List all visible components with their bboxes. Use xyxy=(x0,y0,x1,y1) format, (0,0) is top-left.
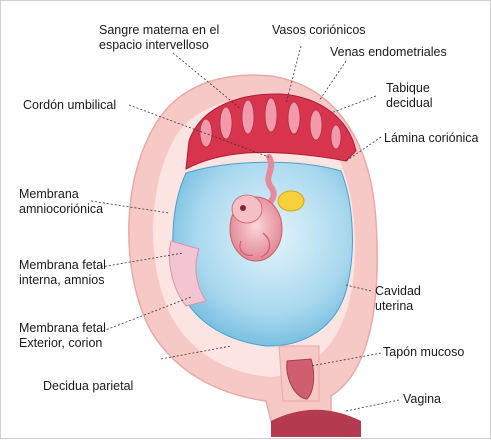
label-vasos-corionicos: Vasos coriónicos xyxy=(272,23,366,38)
label-decidua-parietal: Decidua parietal xyxy=(43,379,133,394)
label-tabique-decidual: Tabique decidual xyxy=(386,81,433,111)
label-membrana-amniocorionica: Membrana amniocoriónica xyxy=(19,187,103,217)
label-membrana-fetal-exterior: Membrana fetal Exterior, corion xyxy=(19,321,106,351)
label-cavidad-uterina: Cavidad uterina xyxy=(375,284,421,314)
label-lamina-corionica: Lámina coriónica xyxy=(384,131,479,146)
label-cordon-umbilical: Cordón umbilical xyxy=(23,98,116,113)
label-membrana-fetal-interna: Membrana fetal interna, amnios xyxy=(19,258,106,288)
label-tapon-mucoso: Tapón mucoso xyxy=(383,345,464,360)
label-venas-endometriales: Venas endometriales xyxy=(330,45,447,60)
label-sangre-materna: Sangre materna en el espacio intervellos… xyxy=(99,23,219,53)
label-vagina: Vagina xyxy=(403,392,441,407)
yolk-sac xyxy=(278,191,304,211)
